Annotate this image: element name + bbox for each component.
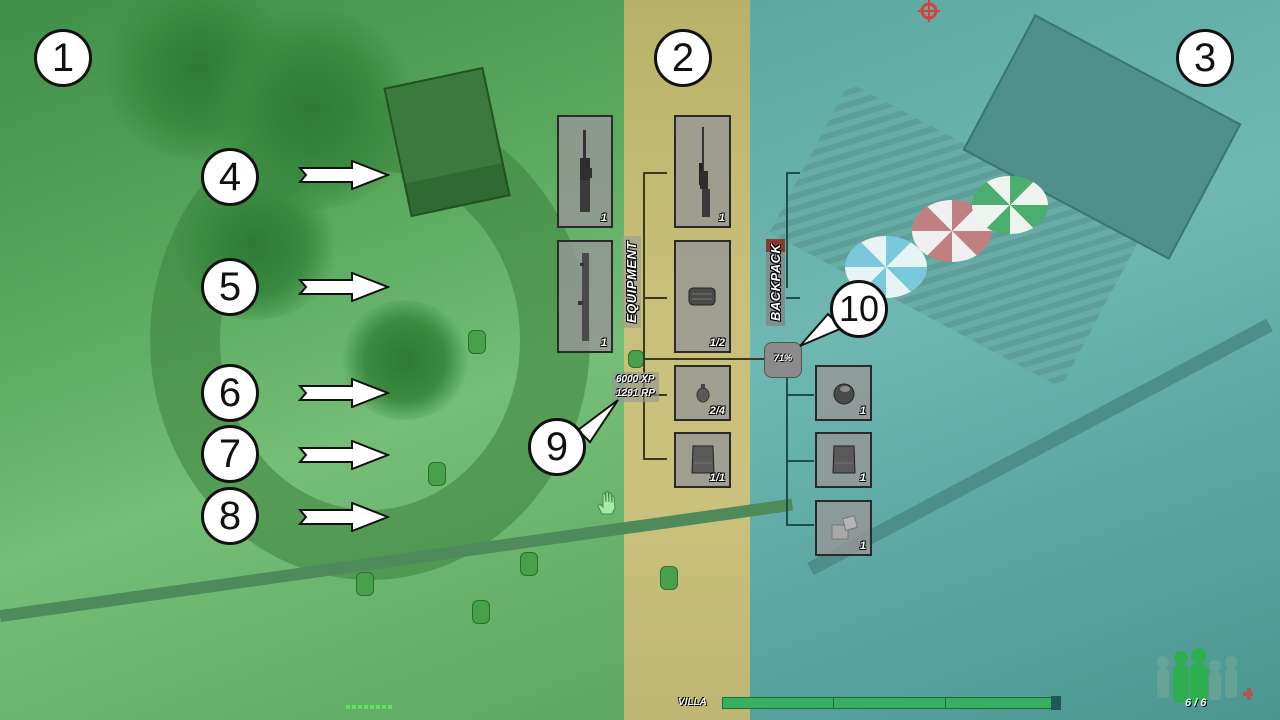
grenade-icon: [696, 384, 709, 403]
item-count: 1: [859, 540, 866, 552]
item-count: 1/1: [709, 472, 725, 484]
callout-badge-1: 1: [34, 29, 92, 87]
arrow-right-icon: [298, 272, 390, 302]
backpack-capacity: 71%: [773, 353, 792, 363]
arrow-right-icon: [298, 502, 390, 532]
body-armor-icon: [831, 445, 856, 474]
item-count: 1: [600, 212, 607, 224]
equipment-slot-grenade[interactable]: 2/4: [674, 365, 731, 421]
hand-cursor-icon: [597, 490, 616, 515]
arrow-right-icon: [298, 160, 390, 190]
location-label: VILLA: [678, 697, 707, 708]
rocket-launcher-icon: [578, 252, 589, 341]
item-count: 1: [718, 212, 725, 224]
backpack-connector: [786, 524, 814, 526]
equipment-slot-ammo[interactable]: 1/2: [674, 240, 731, 353]
backpack-connector: [786, 172, 800, 174]
backpack-connector: [643, 358, 771, 360]
backpack-icon[interactable]: 71%: [764, 342, 802, 378]
callout-badge-3: 3: [1176, 29, 1234, 87]
item-count: 2/4: [709, 405, 725, 417]
equipment-connector: [643, 458, 667, 460]
item-count: 1/2: [709, 337, 725, 349]
callout-badge-5: 5: [201, 258, 259, 316]
ammo-pouch-icon: [688, 287, 715, 305]
item-count: 1: [859, 405, 866, 417]
medkit-icon: [831, 515, 858, 540]
backpack-connector: [786, 460, 814, 462]
backpack-connector: [786, 394, 814, 396]
squad-icon[interactable]: [1145, 648, 1253, 706]
backpack-slot-1[interactable]: 1: [815, 365, 872, 421]
ground-slot-2[interactable]: 1: [557, 240, 613, 353]
callout-badge-7: 7: [201, 425, 259, 483]
crosshair-icon: [918, 0, 940, 22]
equipment-slot-armor[interactable]: 1/1: [674, 432, 731, 488]
equipment-connector: [643, 172, 645, 460]
rp-value: 1291 RP: [616, 388, 655, 399]
callout-badge-2: 2: [654, 29, 712, 87]
equipment-label: EQUIPMENT: [622, 236, 641, 328]
xp-value: 6000 XP: [616, 374, 655, 385]
equipment-connector: [643, 172, 667, 174]
landmine-icon: [833, 383, 854, 405]
backpack-slot-2[interactable]: 1: [815, 432, 872, 488]
squad-count: 6 / 6: [1185, 697, 1207, 709]
item-count: 1: [600, 337, 607, 349]
ammo-indicator: [346, 705, 392, 709]
location-progress-bar: [722, 696, 1061, 710]
backpack-connector: [786, 375, 788, 525]
arrow-right-icon: [298, 440, 390, 470]
backpack-slot-3[interactable]: 1: [815, 500, 872, 556]
body-armor-icon: [690, 445, 715, 474]
ground-slot-1[interactable]: 1: [557, 115, 613, 228]
zone-teal-overlay: [750, 0, 1280, 720]
callout-badge-6: 6: [201, 364, 259, 422]
callout-badge-4: 4: [201, 148, 259, 206]
backpack-label: BACKPACK: [766, 238, 785, 326]
item-count: 1: [859, 472, 866, 484]
sniper-rifle-icon: [698, 126, 710, 217]
zone-green-overlay: [0, 0, 624, 720]
stats-panel: 6000 XP 1291 RP: [612, 372, 659, 402]
equipment-connector: [643, 297, 667, 299]
assault-rifle-icon: [580, 129, 592, 212]
arrow-right-icon: [298, 378, 390, 408]
backpack-connector: [786, 172, 788, 288]
callout-badge-9: 9: [528, 418, 586, 476]
callout-badge-8: 8: [201, 487, 259, 545]
callout-badge-10: 10: [830, 280, 888, 338]
backpack-connector: [786, 297, 800, 299]
equipment-slot-primary[interactable]: 1: [674, 115, 731, 228]
